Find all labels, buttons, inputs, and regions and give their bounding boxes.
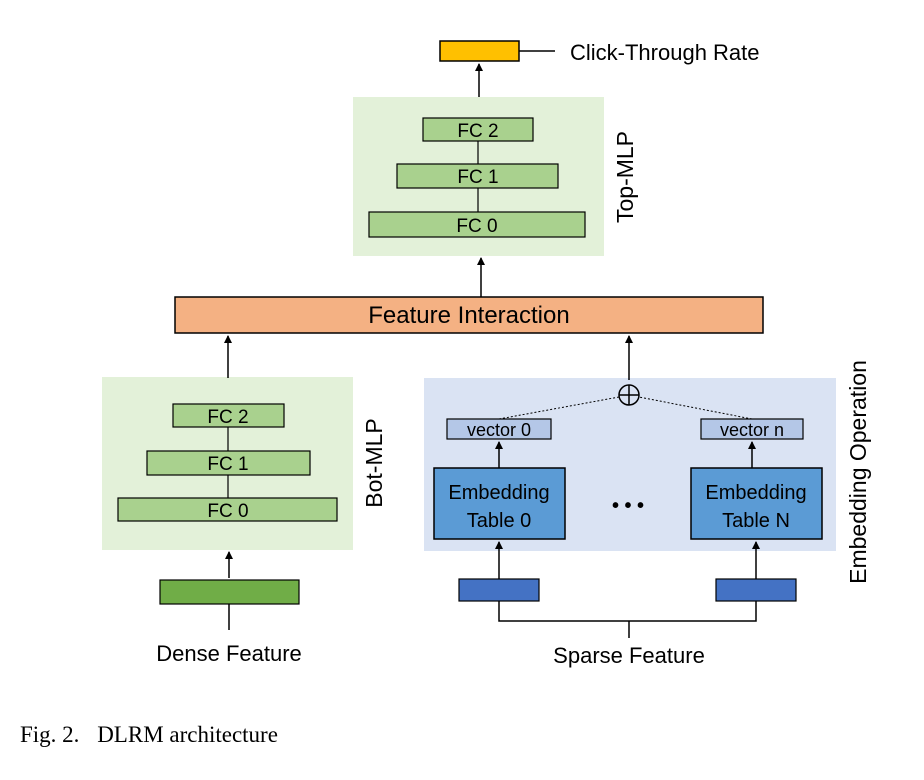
sparse-feature-label: Sparse Feature bbox=[553, 643, 705, 668]
sparse-input-bar-0 bbox=[458, 578, 540, 602]
embedding-table-n bbox=[690, 467, 823, 540]
vector-n-label: vector n bbox=[720, 420, 784, 440]
top-fc2-layer bbox=[422, 117, 534, 142]
vector-n-box bbox=[700, 418, 804, 440]
sparse-input-bar-n bbox=[715, 578, 797, 602]
embedding-table-n-line1: Embedding bbox=[705, 482, 806, 504]
vector-0-label: vector 0 bbox=[467, 420, 531, 440]
top-fc0-layer bbox=[368, 211, 586, 238]
bot-fc2-label: FC 2 bbox=[207, 407, 248, 428]
top-fc2-label: FC 2 bbox=[457, 121, 498, 142]
top-fc1-layer bbox=[396, 163, 559, 189]
bot-fc1-label: FC 1 bbox=[207, 454, 248, 475]
vector-0-box bbox=[446, 418, 552, 440]
figure-number: Fig. 2. bbox=[20, 722, 80, 747]
top-fc1-label: FC 1 bbox=[457, 167, 498, 188]
embedding-operation-label: Embedding Operation bbox=[845, 360, 871, 584]
vector0-to-sum-line bbox=[498, 396, 620, 420]
dlrm-diagram: Click-Through Rate FC 2 FC 1 FC 0 Top-ML… bbox=[102, 40, 871, 668]
top-mlp-label: Top-MLP bbox=[612, 131, 638, 223]
vectorn-to-sum-line bbox=[638, 396, 753, 420]
embedding-table-0-line1: Embedding bbox=[448, 482, 549, 504]
bot-fc1-layer bbox=[146, 450, 311, 476]
sparse-feature-bracket bbox=[498, 601, 757, 638]
bot-fc0-layer bbox=[117, 497, 338, 522]
bot-fc0-label: FC 0 bbox=[207, 501, 248, 522]
bot-fc2-layer bbox=[172, 403, 285, 428]
figure-caption: Fig. 2. DLRM architecture bbox=[20, 722, 278, 748]
sum-icon bbox=[618, 384, 640, 406]
top-fc0-label: FC 0 bbox=[456, 216, 497, 237]
embedding-table-0 bbox=[433, 467, 566, 540]
dense-input-bar bbox=[159, 579, 300, 605]
click-through-rate-label: Click-Through Rate bbox=[570, 40, 760, 65]
bot-mlp-label: Bot-MLP bbox=[361, 418, 387, 507]
feature-interaction-label: Feature Interaction bbox=[368, 302, 569, 329]
figure-caption-text: DLRM architecture bbox=[97, 722, 278, 747]
feature-interaction-box bbox=[174, 296, 764, 334]
click-through-rate-box bbox=[439, 40, 520, 62]
embedding-ellipsis: • • • bbox=[612, 495, 644, 517]
embedding-table-n-line2: Table N bbox=[722, 510, 790, 532]
embedding-table-0-line2: Table 0 bbox=[467, 510, 532, 532]
dense-feature-label: Dense Feature bbox=[156, 641, 302, 666]
